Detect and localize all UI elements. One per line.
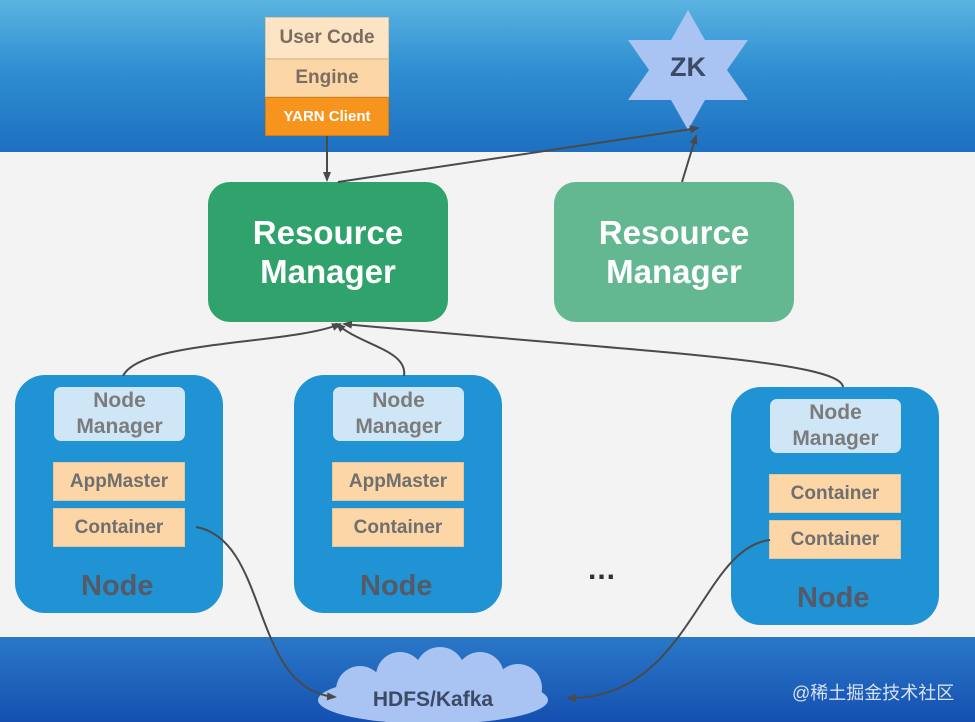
top-band [0,0,975,152]
more-nodes-ellipsis: ... [588,553,617,586]
arrow-container-to-hdfs [195,526,337,701]
appmaster-1: AppMaster [53,462,185,501]
user-code-box: User Code [265,17,389,59]
arrow-node2-to-rm [335,322,406,377]
node-2: Node Manager AppMaster Container Node [294,375,502,613]
arrow-container-from-hdfs [566,539,771,703]
arrow-rm-to-zk [337,125,700,183]
arrow-node1-to-rm [122,323,342,377]
node-manager-2: Node Manager [333,387,464,441]
zk-star-shape [628,10,748,130]
container-3a: Container [769,474,901,513]
node-1: Node Manager AppMaster Container Node [15,375,223,613]
engine-box: Engine [265,59,389,97]
yarn-client-box: YARN Client [265,97,389,136]
node-label-2: Node [360,570,433,602]
container-3b: Container [769,520,901,559]
node-manager-3: Node Manager [770,399,901,453]
hdfs-kafka-label: HDFS/Kafka [372,688,494,711]
arrow-standby-to-zk [681,134,698,183]
resource-manager-standby-label: Resource Manager [598,214,750,290]
resource-manager-active: Resource Manager [208,182,448,322]
node-3: Node Manager Container Container Node [731,387,939,625]
node-manager-1: Node Manager [54,387,185,441]
node-label-3: Node [797,582,870,614]
node-label-1: Node [81,570,154,602]
hdfs-cloud-shape [318,647,548,722]
appmaster-2: AppMaster [332,462,464,501]
container-2: Container [332,508,464,547]
watermark-text: @稀土掘金技术社区 [792,683,955,703]
resource-manager-active-label: Resource Manager [252,214,404,290]
zk-label: ZK [670,52,706,82]
container-1: Container [53,508,185,547]
arrow-node3-to-rm [342,320,844,388]
resource-manager-standby: Resource Manager [554,182,794,322]
